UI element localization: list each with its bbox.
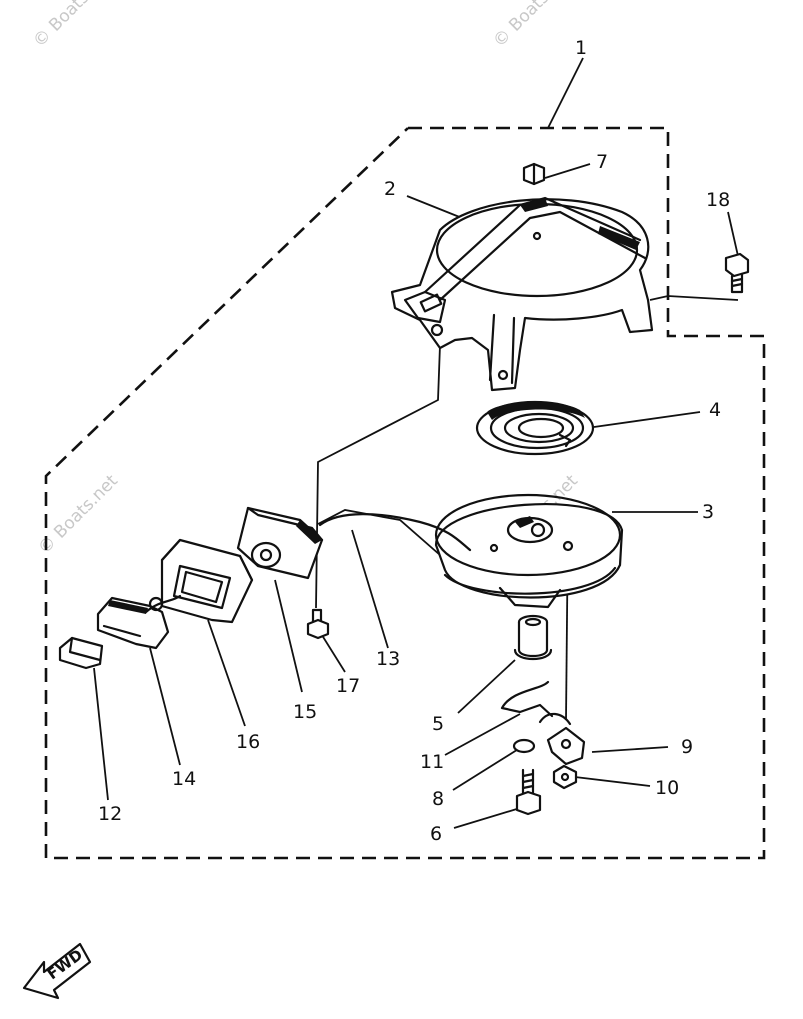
callout-18: 18 bbox=[706, 189, 730, 211]
callout-4: 4 bbox=[709, 399, 721, 421]
bolt-18 bbox=[724, 252, 750, 294]
callout-6: 6 bbox=[430, 823, 442, 845]
callout-12: 12 bbox=[98, 803, 122, 825]
callout-14: 14 bbox=[172, 768, 196, 790]
callout-13: 13 bbox=[376, 648, 400, 670]
assembly-boundary bbox=[44, 126, 766, 860]
rope-end-12 bbox=[58, 636, 104, 670]
fwd-arrow-icon: FWD bbox=[22, 942, 92, 1000]
watermark-top-left: © Boats.net bbox=[29, 0, 117, 52]
spiral-spring-4 bbox=[475, 400, 595, 456]
watermark-middle-left: © Boats.net bbox=[34, 471, 122, 559]
callout-1: 1 bbox=[575, 37, 587, 59]
callout-5: 5 bbox=[432, 713, 444, 735]
bolt-17 bbox=[306, 608, 330, 640]
leader-lines bbox=[93, 57, 739, 829]
drive-pawl-9 bbox=[538, 712, 586, 766]
washer-8 bbox=[512, 738, 536, 754]
collar-5 bbox=[513, 614, 553, 661]
callout-10: 10 bbox=[655, 777, 679, 799]
watermark-top-right: © Boats.net bbox=[489, 0, 577, 52]
callout-9: 9 bbox=[681, 736, 693, 758]
callout-11: 11 bbox=[420, 751, 444, 773]
callout-7: 7 bbox=[596, 151, 608, 173]
starter-case bbox=[390, 196, 654, 392]
callout-3: 3 bbox=[702, 501, 714, 523]
callout-15: 15 bbox=[293, 701, 317, 723]
nut-7 bbox=[522, 162, 546, 186]
bolt-6 bbox=[515, 768, 542, 816]
callout-8: 8 bbox=[432, 788, 444, 810]
callout-17: 17 bbox=[336, 675, 360, 697]
spring-11 bbox=[500, 680, 554, 718]
rope-guide-15 bbox=[236, 506, 324, 580]
starter-handle-16 bbox=[160, 538, 254, 624]
callout-2: 2 bbox=[384, 178, 396, 200]
callout-16: 16 bbox=[236, 731, 260, 753]
callout-labels: 1 2 3 4 5 6 7 8 9 10 11 12 13 14 15 16 1… bbox=[98, 37, 730, 845]
pulley-3 bbox=[434, 493, 624, 609]
handle-14 bbox=[96, 594, 182, 650]
nut-10 bbox=[552, 764, 578, 790]
starter-rope-13 bbox=[318, 513, 472, 552]
